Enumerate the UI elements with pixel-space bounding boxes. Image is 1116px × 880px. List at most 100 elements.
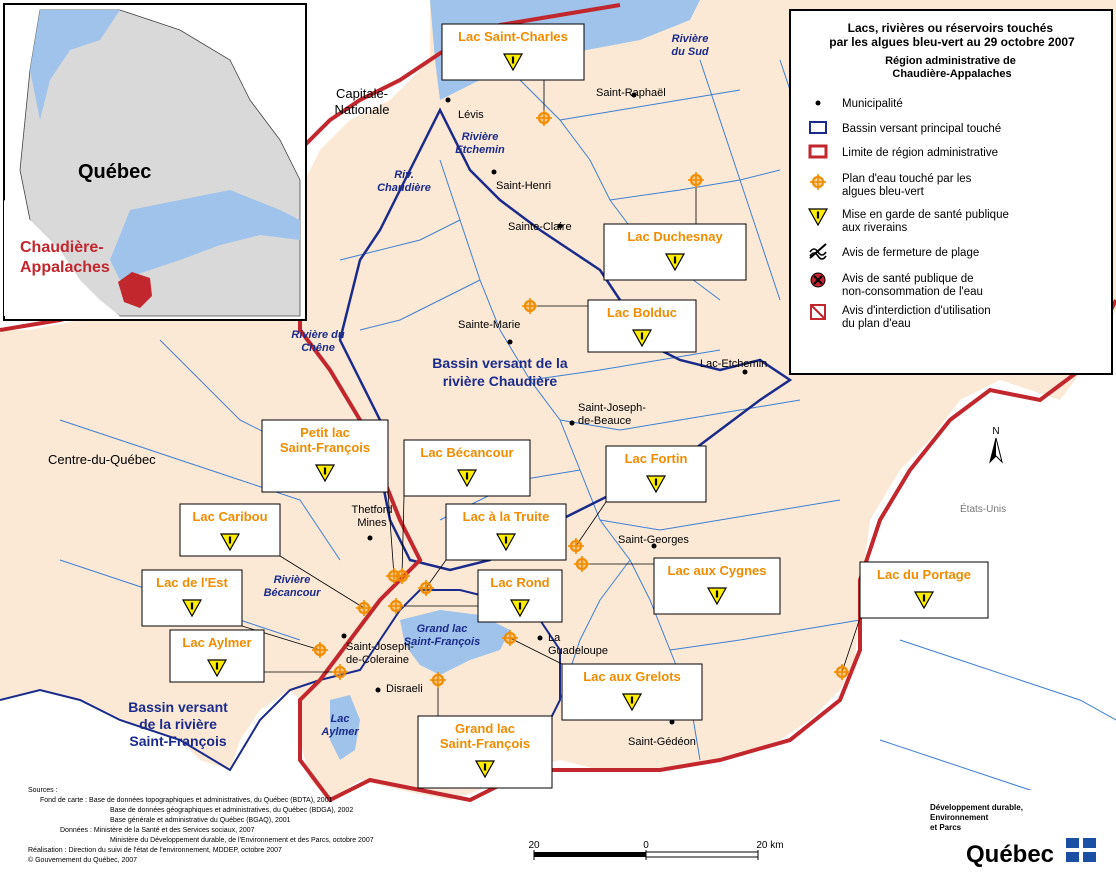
town-label-saint-henri: Saint-Henri [496, 180, 551, 192]
leader-line [387, 491, 395, 577]
town-label-saint-raphael: Saint-Raphaël [596, 87, 666, 99]
lake-callout-lac-aux-cygnes[interactable]: Lac aux Cygnes [573, 555, 781, 615]
lake-callout-lac-aylmer[interactable]: Lac Aylmer [169, 629, 349, 683]
legend-subtitle: Région administrative de Chaudière-Appal… [885, 55, 1019, 80]
town-dot-saint-joseph-coleraine [341, 633, 347, 639]
town-dot-saint-gedeon [669, 719, 675, 725]
town-label-lac-etchemin: Lac-Etchemin [700, 358, 767, 370]
legend: Lacs, rivières ou réservoirs touchés par… [789, 9, 1113, 375]
legend-item-label: Avis de fermeture de plage [842, 247, 979, 259]
town-label-saint-joseph-beauce: Saint-Joseph-de-Beauce [578, 402, 646, 427]
scale-label-mid: 0 [643, 840, 649, 851]
inset-region-line1: Chaudière- [20, 239, 104, 256]
town-dot-saint-henri [491, 169, 497, 175]
lake-name: Lac à la Truite [463, 509, 550, 524]
lake-callout-lac-bolduc[interactable]: Lac Bolduc [521, 297, 697, 353]
north-label: N [992, 426, 999, 437]
town-dot-thetford [367, 535, 373, 541]
lake-name: Lac du Portage [877, 567, 971, 582]
lake-callout-box [653, 557, 781, 615]
town-label-saint-joseph-coleraine: Saint-Joseph-de-Coleraine [346, 641, 414, 666]
town-dot-levis [445, 97, 451, 103]
lake-callout-box [141, 569, 243, 627]
town-label-saint-georges: Saint-Georges [618, 534, 689, 546]
town-label-levis: Lévis [458, 109, 484, 121]
legend-title: Lacs, rivières ou réservoirs touchés par… [829, 21, 1075, 49]
legend-item-region-boundary: Limite de région administrative [808, 144, 998, 159]
lake-callout-lac-de-l-est[interactable]: Lac de l'Est [141, 569, 329, 659]
lake-callout-lac-du-portage[interactable]: Lac du Portage [833, 561, 989, 681]
source-line: © Gouvernement du Québec, 2007 [28, 856, 137, 864]
lake-name: Lac aux Cygnes [668, 563, 767, 578]
inset-region-label: Chaudière- Appalaches [20, 239, 110, 276]
town-dot-disraeli [375, 687, 381, 693]
logo-ministry-line2: Environnement [930, 813, 989, 822]
inset-title: Québec [78, 161, 151, 183]
lake-callout-lac-becancour[interactable]: Lac Bécancour [393, 439, 531, 585]
town-dot-saint-joseph-beauce [569, 420, 575, 426]
town-label-sainte-marie: Sainte-Marie [458, 319, 520, 331]
lake-callout-lac-duchesnay[interactable]: Lac Duchesnay [603, 171, 747, 281]
legend-item-label: Limite de région administrative [842, 147, 998, 159]
lake-callout-lac-a-la-truite[interactable]: Lac à la Truite [417, 503, 567, 597]
town-dot-sainte-marie [507, 339, 513, 345]
lake-callout-lac-caribou[interactable]: Lac Caribou [179, 503, 373, 617]
no-consumption-icon [810, 272, 826, 288]
lake-name: Lac Caribou [192, 509, 267, 524]
logo-wordmark: Québec [966, 841, 1054, 868]
lake-name: Lac Duchesnay [627, 229, 723, 244]
lake-callout-box [403, 439, 531, 497]
north-arrow-icon: N [989, 426, 1003, 464]
source-line: Données : Ministère de la Santé et des S… [60, 827, 255, 834]
lake-name: Lac Bolduc [607, 305, 677, 320]
leader-line [279, 555, 365, 609]
lake-callout-lac-rond[interactable]: Lac Rond [387, 569, 563, 623]
region-usa: États-Unis [960, 502, 1006, 515]
town-dot-sainte-claire [557, 223, 563, 229]
lake-callout-lac-fortin[interactable]: Lac Fortin [567, 445, 707, 555]
logo-ministry-line1: Développement durable, [930, 803, 1023, 812]
town-dot-saint-raphael [631, 92, 637, 98]
leader-line [841, 617, 861, 673]
lake-callout-box [603, 223, 747, 281]
lake-callout-box [605, 445, 707, 503]
lake-callout-lac-saint-charles[interactable]: Lac Saint-Charles [441, 23, 585, 127]
town-dot-saint-georges [651, 543, 657, 549]
region-capitale-nationale: Capitale-Nationale [335, 86, 390, 117]
source-line: Ministère du Développement durable, de l… [110, 837, 374, 844]
legend-item-label: Bassin versant principal touché [842, 123, 1001, 135]
region-centre-du-quebec: Centre-du-Québec [48, 452, 156, 467]
leader-line [509, 637, 563, 665]
lake-callout-lac-aux-grelots[interactable]: Lac aux Grelots [501, 629, 703, 721]
lake-name: Lac Rond [490, 575, 549, 590]
town-dot-la-guadeloupe [537, 635, 543, 641]
basin-outline-icon [809, 121, 827, 134]
no-use-icon [810, 304, 826, 320]
inset-map: Québec Chaudière- Appalaches [3, 3, 307, 321]
legend-item-label: Municipalité [842, 98, 903, 110]
source-line: Base générale et administrative du Québe… [110, 817, 291, 824]
sources: Sources :Fond de carte : Base de données… [28, 787, 374, 864]
grand-lac-saint-francois-water [400, 610, 510, 675]
town-label-sainte-claire: Sainte-Claire [508, 221, 572, 233]
scale-bar: 20 0 20 km [528, 840, 784, 860]
scale-label-left: 20 [528, 840, 540, 851]
source-line: Fond de carte : Base de données topograp… [40, 797, 333, 804]
river-label-chaudiere: Riv.Chaudière [377, 169, 431, 194]
